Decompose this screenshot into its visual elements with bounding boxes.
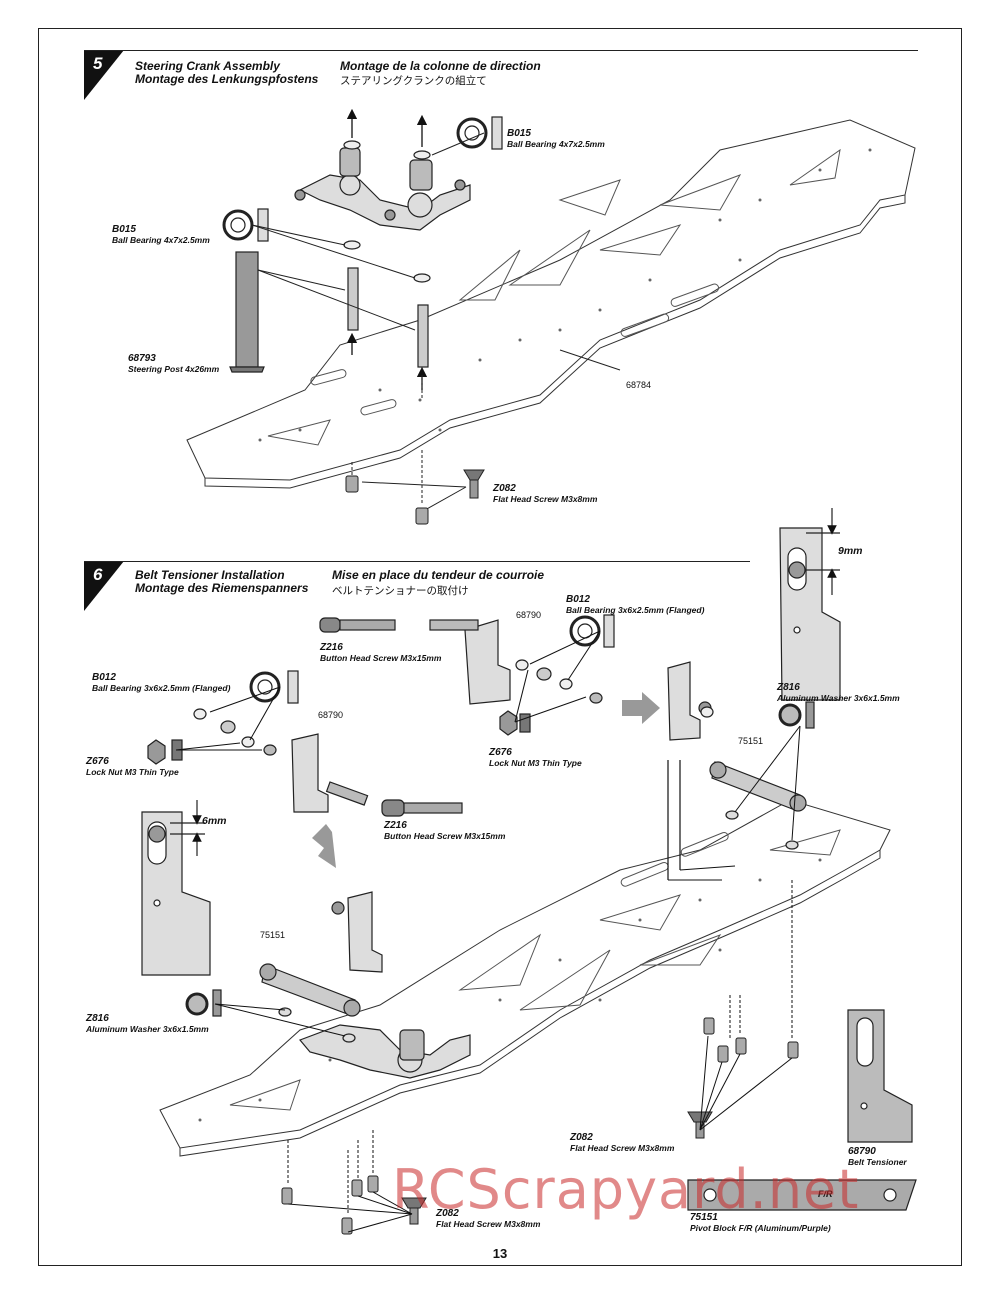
parts-step6 (147, 614, 815, 1043)
dimension-inset-6mm (141, 800, 211, 976)
part-b012-top: B012 Ball Bearing 3x6x2.5mm (Flanged) (566, 594, 704, 616)
dimension-9mm: 9mm (838, 545, 863, 557)
part-z676-top: Z676 Lock Nut M3 Thin Type (489, 747, 582, 769)
step-6-title-jp: ベルトテンショナーの取付け (332, 585, 469, 597)
pivot-mark: F/R (818, 1189, 833, 1199)
part-z816-left: Z816 Aluminum Washer 3x6x1.5mm (86, 1013, 209, 1035)
dimension-inset-9mm (779, 508, 841, 701)
step-6-badge (84, 561, 124, 611)
part-desc: Aluminum Washer 3x6x1.5mm (777, 693, 900, 703)
tensioner-label-top: 68790 (516, 610, 542, 620)
part-code: B012 (566, 594, 590, 605)
watermark: RCScrapyard.net (392, 1158, 860, 1221)
page-number: 13 (492, 1246, 508, 1261)
part-desc: Belt Tensioner (848, 1157, 907, 1167)
step-5-title-jp: ステアリングクランクの組立て (340, 75, 487, 87)
step-5-rule (84, 50, 918, 51)
part-code: Z082 (436, 1208, 459, 1219)
part-desc: Steering Post 4x26mm (128, 364, 220, 374)
chassis-part-number: 68784 (626, 380, 652, 390)
tensioner-label-left: 68790 (318, 710, 344, 720)
part-z216-mid: Z216 Button Head Screw M3x15mm (384, 820, 505, 842)
part-code: Z216 (384, 820, 407, 831)
pivot-blocks (259, 761, 807, 1017)
chassis-cutouts-step6 (229, 829, 841, 1111)
leader-lines-step5 (251, 132, 621, 511)
chassis-plate-step5 (186, 119, 916, 489)
step-6-title-de: Montage des Riemenspanners (135, 581, 309, 595)
part-desc: Flat Head Screw M3x8mm (493, 494, 598, 504)
part-z082-bottom: Z082 Flat Head Screw M3x8mm (436, 1208, 540, 1230)
part-desc: Ball Bearing 3x6x2.5mm (Flanged) (566, 605, 705, 615)
step-5-title-de: Montage des Lenkungspfostens (135, 72, 319, 86)
step-6-title-en: Belt Tensioner Installation (135, 568, 285, 582)
bearings-step5 (222, 116, 503, 283)
belt-tensioner-part (847, 1009, 913, 1143)
part-b015-left: B015 Ball Bearing 4x7x2.5mm (112, 224, 210, 246)
step-5-number: 5 (93, 54, 103, 73)
pivot-block-part (687, 1179, 917, 1211)
part-desc: Flat Head Screw M3x8mm (436, 1219, 541, 1229)
part-b012-left: B012 Ball Bearing 3x6x2.5mm (Flanged) (92, 672, 230, 694)
direction-arrows-step6 (312, 692, 660, 868)
part-code: Z082 (570, 1132, 593, 1143)
chassis-holes-step5 (258, 148, 872, 442)
part-b015-top: B015 Ball Bearing 4x7x2.5mm (507, 128, 605, 150)
step-6-number: 6 (93, 565, 103, 584)
part-code: Z082 (493, 483, 516, 494)
part-code: Z816 (86, 1013, 109, 1024)
part-belt-tensioner: 68790 Belt Tensioner (848, 1146, 907, 1168)
screws-step6 (281, 1017, 799, 1235)
part-desc: Ball Bearing 4x7x2.5mm (112, 235, 210, 245)
part-desc: Lock Nut M3 Thin Type (489, 758, 582, 768)
part-desc: Button Head Screw M3x15mm (384, 831, 506, 841)
step-6-rule (84, 561, 750, 562)
part-code: Z676 (86, 756, 109, 767)
screws-step5 (345, 469, 485, 525)
part-z216-top: Z216 Button Head Screw M3x15mm (320, 642, 441, 664)
part-z082-right: Z082 Flat Head Screw M3x8mm (570, 1132, 674, 1154)
part-desc: Ball Bearing 4x7x2.5mm (507, 139, 605, 149)
part-z676-left: Z676 Lock Nut M3 Thin Type (86, 756, 179, 778)
part-code: B015 (507, 128, 531, 139)
part-code: 75151 (690, 1212, 718, 1223)
part-desc: Ball Bearing 3x6x2.5mm (Flanged) (92, 683, 231, 693)
part-desc: Button Head Screw M3x15mm (320, 653, 442, 663)
part-pivot-block: 75151 Pivot Block F/R (Aluminum/Purple) (690, 1212, 831, 1234)
step-5-title-en: Steering Crank Assembly (135, 59, 280, 73)
part-z816-right: Z816 Aluminum Washer 3x6x1.5mm (777, 682, 900, 704)
part-z082-step5: Z082 Flat Head Screw M3x8mm (493, 483, 597, 505)
page-frame (38, 28, 962, 1266)
steering-cranks (294, 147, 471, 231)
part-code: 68790 (848, 1146, 876, 1157)
step-6-title-fr: Mise en place du tendeur de courroie (332, 568, 545, 582)
chassis-cutouts-step5 (267, 148, 841, 446)
pivot-label-right: 75151 (738, 736, 764, 746)
part-desc: Aluminum Washer 3x6x1.5mm (86, 1024, 209, 1034)
dimension-6mm: 6mm (202, 815, 227, 827)
part-desc: Pivot Block F/R (Aluminum/Purple) (690, 1223, 831, 1233)
leader-lines-step6 (175, 630, 801, 1233)
steering-posts (229, 251, 429, 373)
step-5-badge (84, 50, 124, 100)
pivot-label-left: 75151 (260, 930, 286, 940)
part-code: B012 (92, 672, 116, 683)
part-steering-post: 68793 Steering Post 4x26mm (128, 353, 219, 375)
chassis-holes-step6 (198, 858, 822, 1122)
part-code: Z216 (320, 642, 343, 653)
part-code: 68793 (128, 353, 156, 364)
part-desc: Flat Head Screw M3x8mm (570, 1143, 675, 1153)
part-code: B015 (112, 224, 136, 235)
belt-tensioners (291, 619, 712, 973)
part-code: Z816 (777, 682, 800, 693)
part-code: Z676 (489, 747, 512, 758)
part-desc: Lock Nut M3 Thin Type (86, 767, 179, 777)
step-5-title-fr: Montage de la colonne de direction (340, 59, 541, 73)
